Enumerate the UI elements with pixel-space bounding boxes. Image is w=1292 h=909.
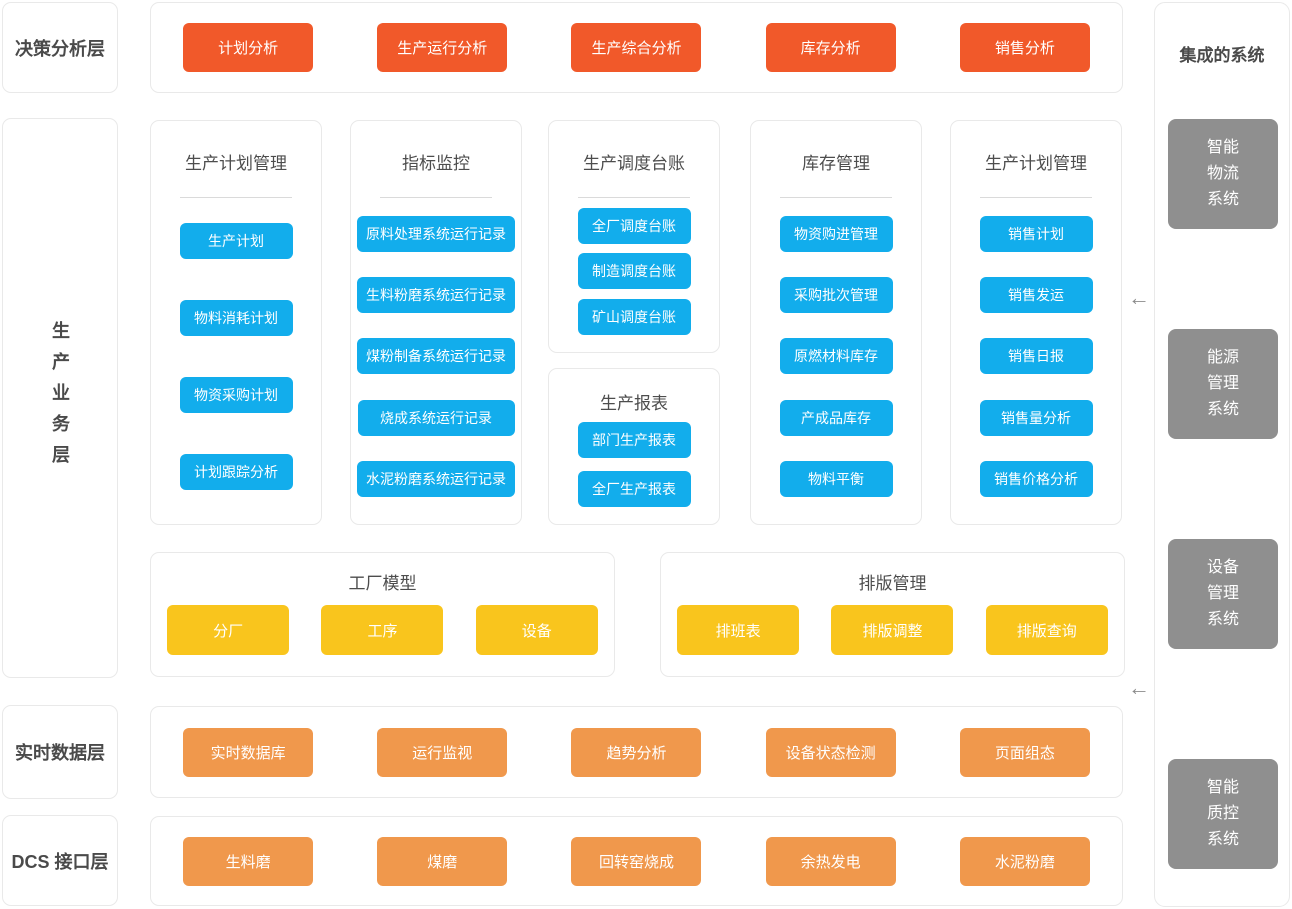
burning-system-record-button[interactable]: 烧成系统运行记录 [357,399,515,436]
mine-dispatch-ledger-button[interactable]: 矿山调度台账 [577,299,691,336]
panel-scheduling-management: 排版管理 排班表 排版调整 排版查询 [660,552,1125,677]
system-box-line: 系统 [1206,191,1239,208]
schedule-query-button[interactable]: 排版查询 [985,605,1108,655]
manufacturing-dispatch-ledger-button[interactable]: 制造调度台账 [577,253,691,290]
trend-analysis-button[interactable]: 趋势分析 [571,727,702,777]
coal-mill-button[interactable]: 煤磨 [377,836,508,886]
raw-meal-grinding-record-button[interactable]: 生料粉磨系统运行记录 [357,277,515,314]
system-box-line: 管理 [1206,585,1239,602]
title-divider [780,197,892,198]
panel-inventory-management: 库存管理 物资购进管理 采购批次管理 原燃材料库存 产成品库存 物料平衡 [750,120,922,525]
operation-monitoring-button[interactable]: 运行监视 [377,727,508,777]
layer-label-dcs: DCS 接口层 [2,815,118,906]
plant-production-report-button[interactable]: 全厂生产报表 [577,471,691,508]
system-box-line: 系统 [1206,401,1239,418]
purchase-batch-management-button[interactable]: 采购批次管理 [779,277,893,314]
title-divider [180,197,292,198]
system-box-line: 系统 [1206,831,1239,848]
production-operation-analysis-button[interactable]: 生产运行分析 [377,23,508,72]
system-box-energy-management[interactable]: 能源 管理 系统 [1168,329,1278,439]
cement-grinding-button[interactable]: 水泥粉磨 [959,836,1090,886]
equipment-button[interactable]: 设备 [475,605,598,655]
system-box-smart-logistics[interactable]: 智能 物流 系统 [1168,119,1278,229]
plan-tracking-analysis-button[interactable]: 计划跟踪分析 [179,453,293,490]
plan-analysis-button[interactable]: 计划分析 [183,23,314,72]
coal-preparation-record-button[interactable]: 煤粉制备系统运行记录 [357,338,515,375]
title-divider [380,197,492,198]
left-arrow-icon: ← [1128,675,1150,700]
production-plan-button[interactable]: 生产计划 [179,223,293,260]
page-configuration-button[interactable]: 页面组态 [959,727,1090,777]
panel-factory-model: 工厂模型 分厂 工序 设备 [150,552,615,677]
sales-daily-report-button[interactable]: 销售日报 [979,338,1093,375]
system-box-line: 智能 [1206,779,1239,796]
schedule-adjust-button[interactable]: 排版调整 [831,605,954,655]
panel-production-report: 生产报表 部门生产报表 全厂生产报表 [548,368,720,525]
dcs-interface-row: 生料磨 煤磨 回转窑烧成 余热发电 水泥粉磨 [150,816,1123,906]
panel-title: 排版管理 [858,574,927,593]
production-comprehensive-analysis-button[interactable]: 生产综合分析 [571,23,702,72]
finished-product-inventory-button[interactable]: 产成品库存 [779,399,893,436]
panel-title: 生产计划管理 [185,154,287,173]
plant-dispatch-ledger-button[interactable]: 全厂调度台账 [577,207,691,244]
sales-analysis-button[interactable]: 销售分析 [959,23,1090,72]
rotary-kiln-button[interactable]: 回转窑烧成 [571,836,702,886]
sales-price-analysis-button[interactable]: 销售价格分析 [979,461,1093,498]
integrated-systems-sidebar: 集成的系统 智能 物流 系统 能源 管理 系统 设备 管理 系统 智能 质控 系… [1154,2,1290,907]
branch-factory-button[interactable]: 分厂 [167,605,290,655]
material-balance-button[interactable]: 物料平衡 [779,461,893,498]
panel-title: 生产调度台账 [583,154,685,173]
panel-production-plan-management: 生产计划管理 生产计划 物料消耗计划 物资采购计划 计划跟踪分析 [150,120,322,525]
panel-sales-management: 生产计划管理 销售计划 销售发运 销售日报 销售量分析 销售价格分析 [950,120,1122,525]
realtime-data-row: 实时数据库 运行监视 趋势分析 设备状态检测 页面组态 [150,706,1123,798]
sales-plan-button[interactable]: 销售计划 [979,215,1093,252]
layer-label-realtime: 实时数据层 [2,705,118,799]
raw-mill-button[interactable]: 生料磨 [183,836,314,886]
layer-label-business: 生产业务层 [2,118,118,678]
raw-material-handling-record-button[interactable]: 原料处理系统运行记录 [357,215,515,252]
waste-heat-power-button[interactable]: 余热发电 [765,836,896,886]
sidebar-title: 集成的系统 [1179,46,1265,65]
system-box-line: 物流 [1206,165,1239,182]
system-box-line: 能源 [1206,349,1239,366]
system-box-line: 管理 [1206,375,1239,392]
cement-grinding-record-button[interactable]: 水泥粉磨系统运行记录 [357,461,515,498]
layer-label-decision: 决策分析层 [2,2,118,93]
sales-volume-analysis-button[interactable]: 销售量分析 [979,399,1093,436]
panel-title: 库存管理 [802,154,870,173]
department-production-report-button[interactable]: 部门生产报表 [577,421,691,458]
inventory-analysis-button[interactable]: 库存分析 [765,23,896,72]
sales-shipment-button[interactable]: 销售发运 [979,277,1093,314]
decision-analysis-row: 计划分析 生产运行分析 生产综合分析 库存分析 销售分析 [150,2,1123,93]
title-divider [980,197,1092,198]
material-purchase-management-button[interactable]: 物资购进管理 [779,215,893,252]
panel-title: 生产计划管理 [985,154,1087,173]
panel-indicator-monitoring: 指标监控 原料处理系统运行记录 生料粉磨系统运行记录 煤粉制备系统运行记录 烧成… [350,120,522,525]
panel-dispatch-ledger: 生产调度台账 全厂调度台账 制造调度台账 矿山调度台账 [548,120,720,353]
left-arrow-icon: ← [1128,285,1150,310]
material-consumption-plan-button[interactable]: 物料消耗计划 [179,300,293,337]
panel-title: 生产报表 [600,394,668,413]
title-divider [578,197,690,198]
layer-label-business-text: 生产业务层 [50,320,70,476]
system-box-equipment-management[interactable]: 设备 管理 系统 [1168,539,1278,649]
system-box-line: 系统 [1206,611,1239,628]
material-purchase-plan-button[interactable]: 物资采购计划 [179,376,293,413]
system-box-line: 质控 [1206,805,1239,822]
system-box-line: 智能 [1206,139,1239,156]
shift-schedule-button[interactable]: 排班表 [677,605,800,655]
raw-fuel-inventory-button[interactable]: 原燃材料库存 [779,338,893,375]
system-box-line: 设备 [1206,559,1239,576]
process-button[interactable]: 工序 [321,605,444,655]
panel-title: 工厂模型 [348,574,417,593]
realtime-database-button[interactable]: 实时数据库 [183,727,314,777]
equipment-status-detection-button[interactable]: 设备状态检测 [765,727,896,777]
panel-title: 指标监控 [402,154,470,173]
system-box-smart-quality-control[interactable]: 智能 质控 系统 [1168,759,1278,869]
